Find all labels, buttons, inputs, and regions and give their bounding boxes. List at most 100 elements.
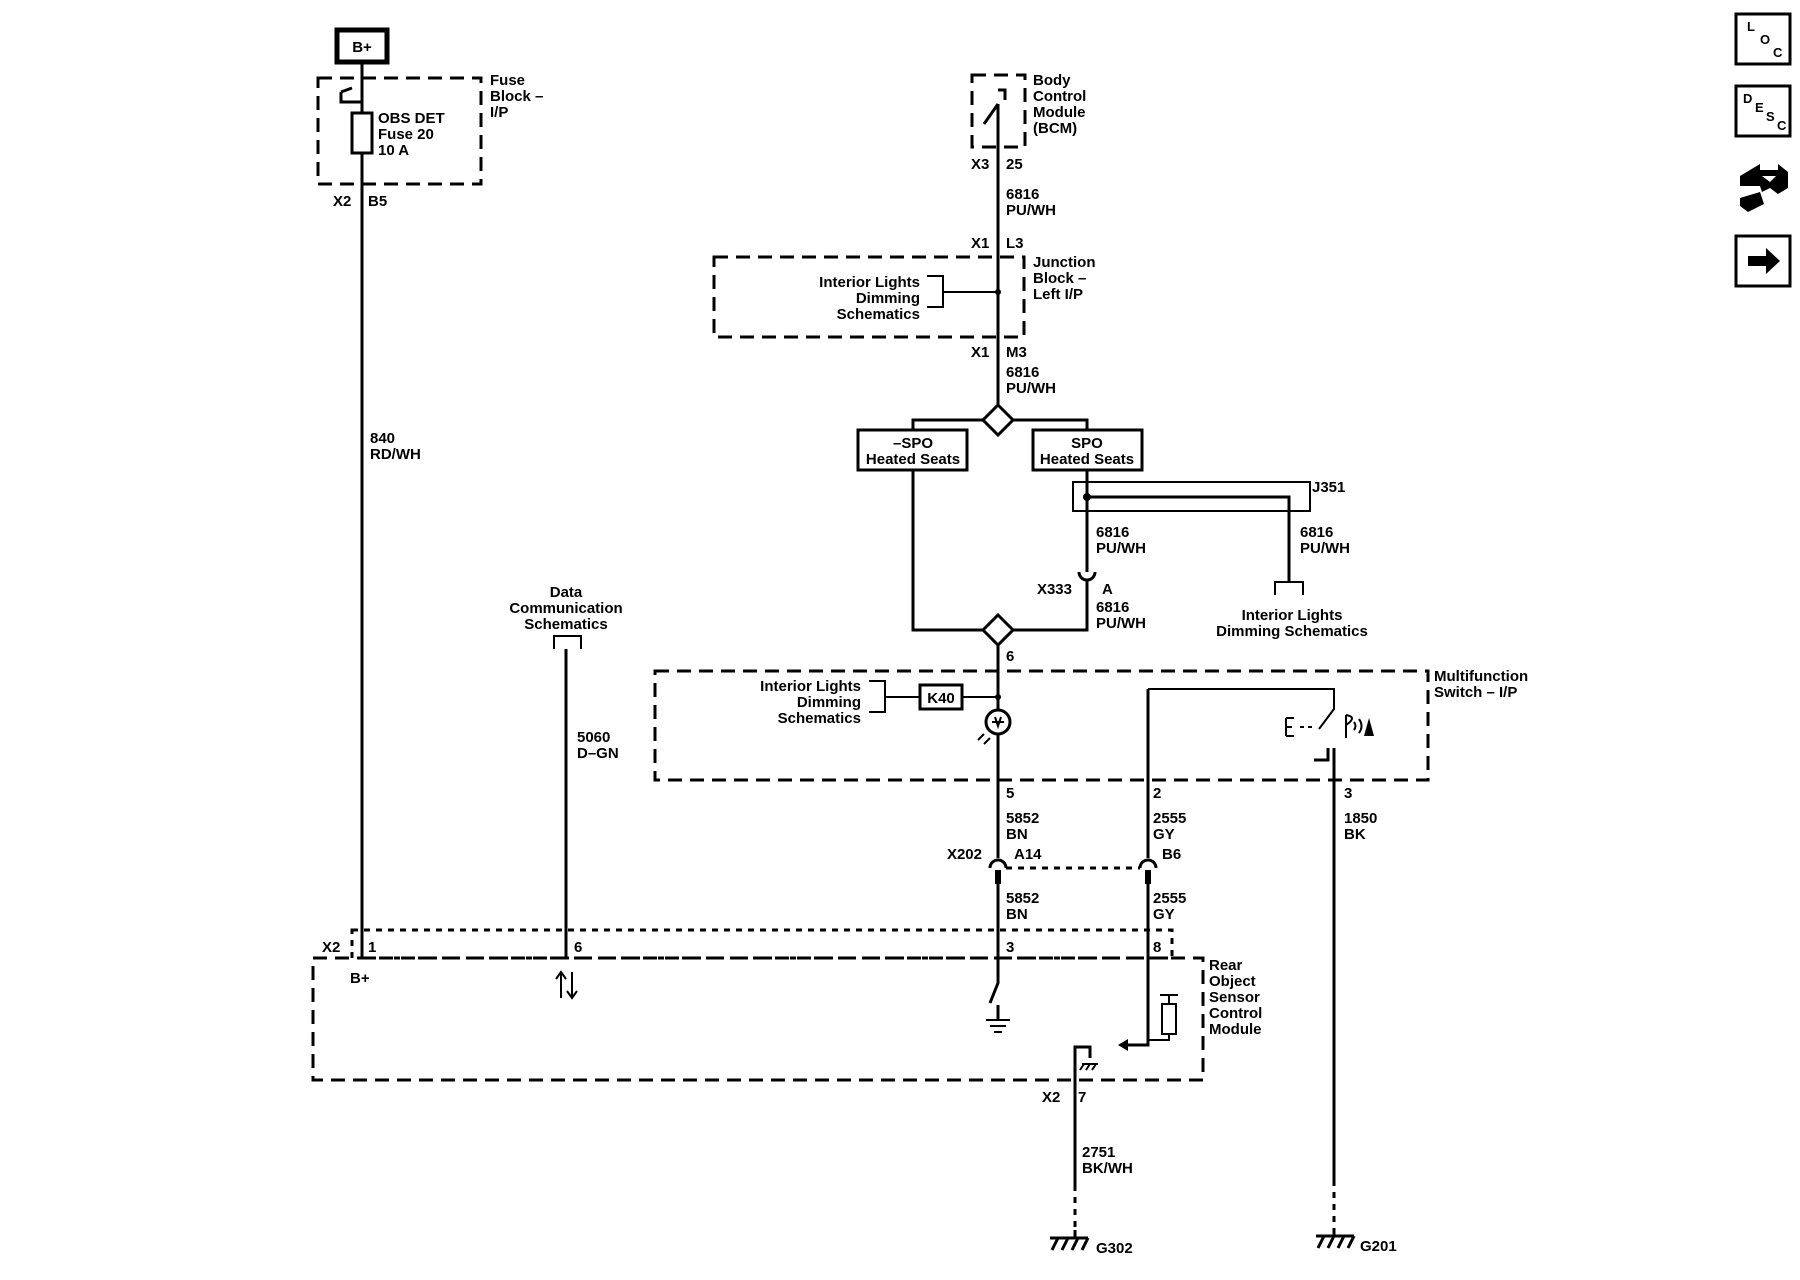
wire-2555-b-num: 2555 (1153, 890, 1186, 907)
rosm-name-3: Sensor (1209, 989, 1260, 1006)
rosm-bplus: B+ (350, 970, 370, 987)
body-control-module: Body Control Module (BCM) X3 25 (970, 72, 1086, 173)
fuse-block: Fuse Block – I/P OBS DET Fuse 20 10 A X2… (316, 72, 543, 210)
rosm-name-5: Module (1209, 1021, 1262, 1038)
description-letter-4: C (1777, 118, 1787, 133)
wire-2751-color: BK/WH (1082, 1160, 1133, 1177)
ground-g201-icon: G201 (1316, 1228, 1397, 1255)
splice-j351: J351 (1072, 479, 1345, 582)
bcm-name-4: (BCM) (1033, 120, 1077, 137)
wire-6816-c-color: PU/WH (1096, 540, 1146, 557)
data-comm-1: Data (550, 584, 583, 601)
multifunction-switch: Multifunction Switch – I/P 6 Interior Li… (653, 648, 1528, 802)
option-no-spo-line2: Heated Seats (866, 451, 960, 468)
fuse-block-pin: B5 (368, 193, 387, 210)
rosm-pin-3: 3 (1006, 939, 1014, 956)
wire-5852-a-color: BN (1006, 826, 1028, 843)
interior-ref-right-1: Interior Lights (1242, 607, 1343, 624)
rosm-conn: X2 (322, 939, 340, 956)
fuse-label-1: OBS DET (378, 110, 445, 127)
wire-6816-e-color: PU/WH (1096, 615, 1146, 632)
wire-5852-b-color: BN (1006, 906, 1028, 923)
wire-840-num: 840 (370, 430, 395, 447)
junction-name-2: Block – (1033, 270, 1086, 287)
description-letter-2: E (1755, 100, 1764, 115)
wire-6816-a-color: PU/WH (1006, 202, 1056, 219)
wire-2555-b-color: GY (1153, 906, 1175, 923)
wire-2555-a-color: GY (1153, 826, 1175, 843)
wire-1850-color: BK (1344, 826, 1366, 843)
option-no-spo-line1: –SPO (893, 435, 933, 452)
next-page-button[interactable] (1734, 234, 1792, 288)
wire-6816-b-color: PU/WH (1006, 380, 1056, 397)
wire-5852-a-num: 5852 (1006, 810, 1039, 827)
mfs-pin-2: 2 (1153, 785, 1161, 802)
junction-name-1: Junction (1033, 254, 1096, 271)
junction-ref-1: Interior Lights (819, 274, 920, 291)
ground-g302-label: G302 (1096, 1240, 1133, 1257)
x202-pin-a: A14 (1014, 846, 1042, 863)
wire-1850-num: 1850 (1344, 810, 1377, 827)
mfs-pin-top: 6 (1006, 648, 1014, 665)
junction-name-3: Left I/P (1033, 286, 1083, 303)
option-box-spo: SPO Heated Seats (1031, 428, 1144, 472)
rosm-name-4: Control (1209, 1005, 1262, 1022)
mfs-pin-3: 3 (1344, 785, 1352, 802)
junction-conn-bot: X1 (971, 344, 989, 361)
rosm-pin-8: 8 (1153, 939, 1161, 956)
ground-g302-icon: G302 (1050, 1230, 1133, 1257)
splice-label: J351 (1312, 479, 1345, 496)
power-label: B+ (352, 39, 372, 56)
junction-conn-top: X1 (971, 235, 989, 252)
data-comm-2: Communication (509, 600, 622, 617)
battery-power-source: B+ (334, 27, 390, 65)
connector-x202: X202 A14 B6 (947, 846, 1181, 884)
option-spo-line2: Heated Seats (1040, 451, 1134, 468)
option-spo-line1: SPO (1071, 435, 1103, 452)
interior-ref-right-2: Dimming Schematics (1216, 623, 1368, 640)
wire-2751-num: 2751 (1082, 1144, 1115, 1161)
k40-label: K40 (927, 690, 955, 707)
bcm-name-3: Module (1033, 104, 1086, 121)
wire-6816-c-num: 6816 (1096, 524, 1129, 541)
location-letter-2: O (1760, 32, 1770, 47)
mfs-ref-3: Schematics (778, 710, 861, 727)
mfs-ref-1: Interior Lights (760, 678, 861, 695)
fuse-label-2: Fuse 20 (378, 126, 434, 143)
arrow-right-icon (1748, 248, 1780, 274)
wire-5060-num: 5060 (577, 729, 610, 746)
description-button[interactable]: D E S C (1734, 84, 1792, 138)
junction-ref-2: Dimming (856, 290, 920, 307)
wire-6816-d-num: 6816 (1300, 524, 1333, 541)
connector-end-view-button[interactable] (1740, 164, 1788, 212)
data-comm-3: Schematics (524, 616, 607, 633)
option-split-bottom (980, 612, 1016, 648)
option-box-no-spo: –SPO Heated Seats (856, 428, 969, 472)
rosm-name-2: Object (1209, 973, 1256, 990)
junction-block: Junction Block – Left I/P Interior Light… (712, 235, 1096, 361)
wire-6816-b-num: 6816 (1006, 364, 1039, 381)
option-split-top (980, 402, 1016, 438)
fuse-block-conn: X2 (333, 193, 351, 210)
junction-pin-top: L3 (1006, 235, 1024, 252)
bcm-conn: X3 (971, 156, 989, 173)
location-button[interactable]: L O C (1734, 12, 1792, 66)
x202-pin-b: B6 (1162, 846, 1181, 863)
fuse-block-name-3: I/P (490, 104, 508, 121)
connector-end-view-icon (1740, 164, 1788, 212)
junction-ref-3: Schematics (837, 306, 920, 323)
ground-g201-label: G201 (1360, 1238, 1397, 1255)
wire-840-color: RD/WH (370, 446, 421, 463)
bcm-pin: 25 (1006, 156, 1023, 173)
connector-x333: X333 A (1037, 571, 1113, 598)
junction-pin-bot: M3 (1006, 344, 1027, 361)
mfs-name-1: Multifunction (1434, 668, 1528, 685)
mfs-ref-2: Dimming (797, 694, 861, 711)
location-letter-3: C (1773, 45, 1783, 60)
x202-conn: X202 (947, 846, 982, 863)
wire-5060-color: D–GN (577, 745, 619, 762)
rear-object-sensor-module: Rear Object Sensor Control Module X2 1 6… (311, 928, 1262, 1106)
bcm-name-2: Control (1033, 88, 1086, 105)
bcm-name-1: Body (1033, 72, 1071, 89)
